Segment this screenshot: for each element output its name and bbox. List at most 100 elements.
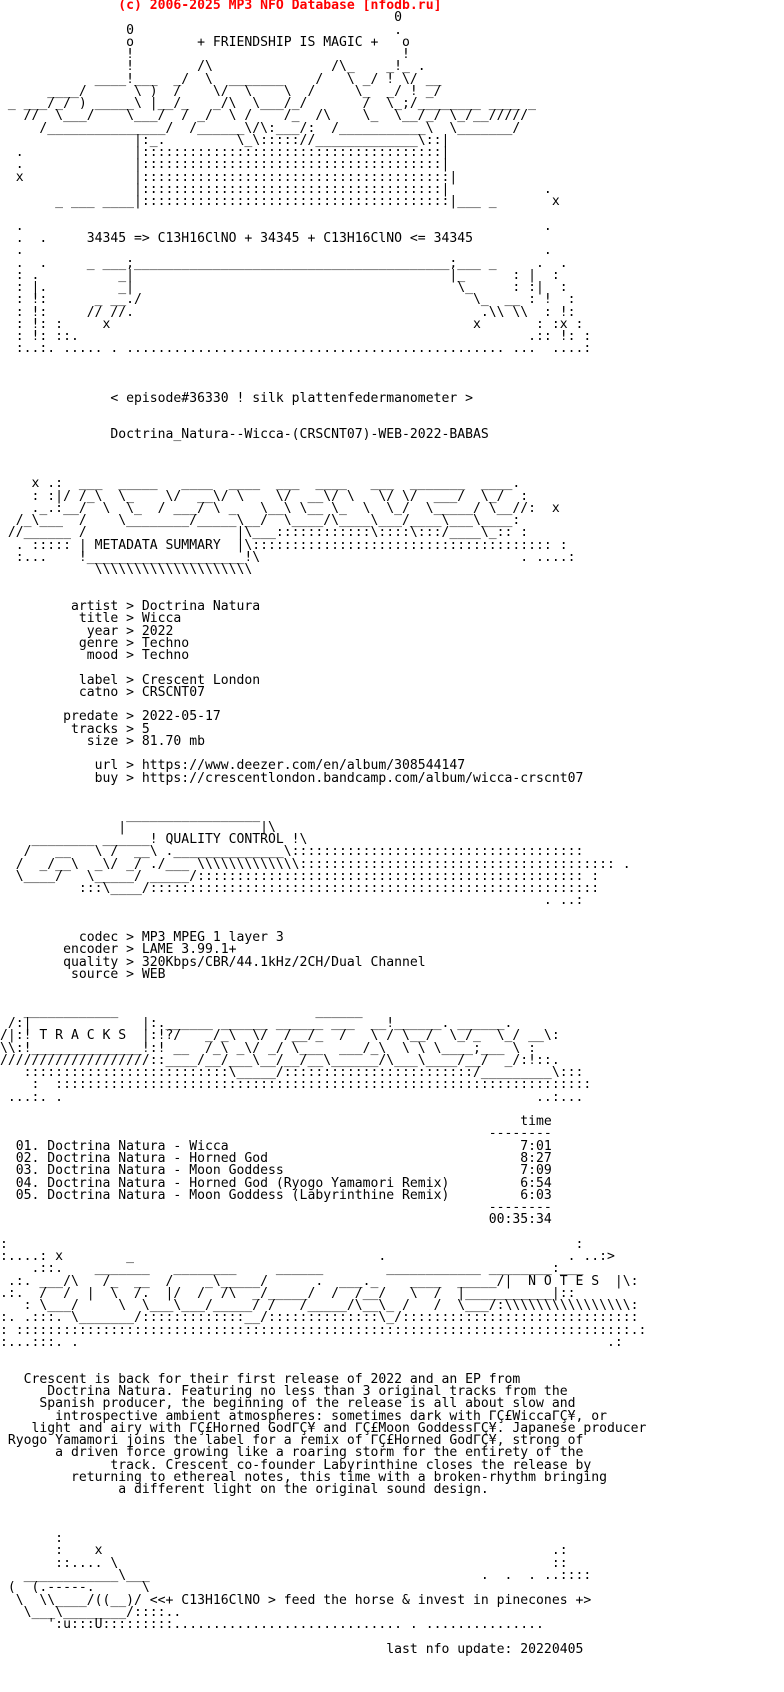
nfo-line: catno > CRSCNT07 — [0, 684, 205, 700]
nfo-line: : :|/ /_\ \_ \/ __\/ \ \/ __\/ \ \/ \/ _… — [0, 488, 529, 504]
nfo-line: |::::::::::::::::::::::::::::::::::::::|… — [0, 181, 552, 197]
nfo-line: mood > Techno — [0, 648, 190, 664]
nfo-line: x |:::::::::::::::::::::::::::::::::::::… — [0, 169, 458, 185]
nfo-line: 0 . — [0, 22, 403, 38]
nfo-line: last nfo update: 20220405 — [0, 1641, 584, 1657]
nfo-line — [0, 356, 784, 368]
nfo-line: /_______________/ /______\/\:___/: /____… — [0, 120, 521, 136]
nfo-line: x .: ___ _____ ____ ____ ___ ____ ___ __… — [0, 476, 521, 492]
nfo-line: quality > 320Kbps/CBR/44.1kHz/2CH/Dual C… — [0, 954, 426, 970]
nfo-line: ( (.-----. \ — [0, 1580, 150, 1596]
nfo-line: ! /\ /\_ _!_ . — [0, 59, 426, 75]
nfo-line: tracks > 5 — [0, 721, 150, 737]
nfo-line: introspective ambient atmospheres: somet… — [0, 1408, 607, 1424]
nfo-line — [0, 785, 784, 797]
nfo-line: : |. _| \_ : :| : — [0, 280, 568, 296]
nfo-line — [0, 1521, 784, 1533]
nfo-line: : \___/ \ \___\___/_____/ / /_____/\__\_… — [0, 1298, 639, 1314]
nfo-line: :::\____/:::::::::::::::::::::::::::::::… — [0, 881, 600, 897]
nfo-line: Doctrina_Natura--Wicca-(CRSCNT07)-WEB-20… — [0, 427, 489, 443]
nfo-line: light and airy with ΓÇ£Horned GodΓÇ¥ and… — [0, 1420, 647, 1436]
nfo-line: \\:!______________!:! __ /_\ _\/ _/ \___… — [0, 1040, 537, 1056]
nfo-line — [0, 1496, 784, 1508]
nfo-line: Ryogo Yamamori joins the label for a rem… — [0, 1433, 584, 1449]
nfo-line: encoder > LAME 3.99.1+ — [0, 942, 237, 958]
nfo-line — [0, 405, 784, 417]
nfo-line: : ::::::::::::::::::::::::::::::::::::::… — [0, 1322, 647, 1338]
nfo-line: : !: : x x : :x : — [0, 316, 584, 332]
nfo-line: genre > Techno — [0, 635, 190, 651]
nfo-line: :... !____________________!\ . ....: — [0, 549, 576, 565]
nfo-line: source > WEB — [0, 966, 166, 982]
nfo-line: :....: x _ . . ..:> — [0, 1249, 615, 1265]
nfo-line: label > Crescent London — [0, 672, 261, 688]
nfo-line: 01. Doctrina Natura - Wicca 7:01 — [0, 1138, 552, 1154]
nfo-line: ::.... \ :: — [0, 1555, 568, 1571]
nfo-line: : ::::::::::::::::::::::::::::::::::::::… — [0, 1077, 592, 1093]
nfo-line: ____________\___ . . . ..:::: — [0, 1568, 592, 1583]
nfo-line: ____!___ _/ \ _______ / \ _/ ! \/ __ — [0, 71, 442, 87]
nfo-line: / _/__\ _\/ _/ ./___ \\\\\\\\\\\\\::::::… — [0, 856, 631, 872]
nfo-line: ____/ \ ) / \/ \ \ / \_ _/ ! _/ — [0, 83, 442, 99]
nfo-line: 05. Doctrina Natura - Moon Goddess (Laby… — [0, 1187, 552, 1203]
nfo-line: :. .:::. \_______/:::::::::::::__/::::::… — [0, 1310, 639, 1326]
nfo-line: size > 81.70 mb — [0, 733, 205, 749]
nfo-line: //______ / |\___::::::::::::\::::\:::/__… — [0, 525, 529, 541]
nfo-line: : x .: — [0, 1543, 568, 1559]
nfo-line — [0, 981, 784, 993]
nfo-line: _________________ — [0, 807, 261, 823]
nfo-line — [0, 1509, 784, 1521]
nfo-line: . |:::::::::::::::::::::::::::::::::::::… — [0, 157, 450, 173]
nfo-line: \____/ \_____/ _____/:::::::::::::::::::… — [0, 868, 600, 884]
nfo-line: Spanish producer, the beginning of the r… — [0, 1396, 576, 1412]
nfo-line: 04. Doctrina Natura - Horned God (Ryogo … — [0, 1175, 552, 1191]
nfo-line: Crescent is back for their first release… — [0, 1371, 521, 1387]
nfo-line: ____________ ______ — [0, 1003, 363, 1019]
nfo-line: . ::::: | METADATA SUMMARY |\:::::::::::… — [0, 537, 568, 553]
nfo-line: track. Crescent co-founder Labyrinthine … — [0, 1457, 592, 1473]
nfo-line: a driven force growing like a roaring st… — [0, 1445, 584, 1461]
nfo-line — [0, 576, 784, 588]
nfo-line: time — [0, 1114, 552, 1130]
nfo-line: 0 — [0, 10, 403, 26]
nfo-line: 00:35:34 — [0, 1212, 552, 1228]
nfo-line: < episode#36330 ! silk plattenfedermanom… — [0, 390, 473, 406]
nfo-line: : !: // //. .\\ \\ : !: — [0, 304, 576, 320]
nfo-line: : : — [0, 1236, 584, 1252]
nfo-line: buy > https://crescentlondon.bandcamp.co… — [0, 770, 584, 786]
nfo-line: -------- — [0, 1126, 552, 1142]
nfo-line: \ \\____/((__)/ <<+ C13H16ClNO > feed th… — [0, 1592, 592, 1608]
nfo-line: \___\________/::::.. — [0, 1604, 182, 1620]
nfo-line: . . — [0, 243, 552, 259]
nfo-line: |:_. \_\::::://_____________\::| — [0, 132, 450, 148]
nfo-line: ! ! — [0, 47, 410, 63]
nfo-line: :..:. ..... . ..........................… — [0, 341, 592, 357]
copyright-header: (c) 2006-2025 MP3 NFO Database [nfodb.ru… — [0, 0, 442, 13]
nfo-line: . |:::::::::::::::::::::::::::::::::::::… — [0, 145, 450, 161]
nfo-body: 0 0 . o + FRIENDSHIP IS MAGIC + o ! ! ! … — [0, 10, 784, 1657]
nfo-line: codec > MP3 MPEG 1 layer 3 — [0, 930, 284, 946]
nfo-line: | |\ — [0, 819, 276, 835]
nfo-line: predate > 2022-05-17 — [0, 709, 221, 725]
nfo-line: url > https://www.deezer.com/en/album/30… — [0, 758, 466, 774]
nfo-line: . . 34345 => C13H16ClNO + 34345 + C13H16… — [0, 231, 473, 247]
nfo-line: year > 2022 — [0, 623, 174, 639]
nfo-line — [0, 1349, 784, 1361]
nfo-line: : !: ::. .:: !: : — [0, 329, 592, 345]
nfo-line: ///////////////////::____/__/___\__/__/_… — [0, 1052, 560, 1068]
nfo-line: :...:::. . .: — [0, 1334, 623, 1350]
nfo-line: ...:. . ..:... — [0, 1089, 584, 1105]
nfo-line: .:. ___/\ /_ __ / _\_____/ . ___._ ____ … — [0, 1273, 639, 1289]
nfo-line: . . — [0, 218, 552, 234]
nfo-line: 03. Doctrina Natura - Moon Goddess 7:09 — [0, 1163, 552, 1179]
nfo-line — [0, 368, 784, 380]
nfo-line: -------- — [0, 1200, 552, 1216]
nfo-line: ._.:__/ \ \_ / ___/ \ _ \__\ \__ \_ \ \_… — [0, 500, 560, 516]
nfo-line: : !: _ __./ \_ __ : ! : — [0, 292, 576, 308]
nfo-line — [0, 454, 784, 466]
nfo-line: Doctrina Natura. Featuring no less than … — [0, 1384, 568, 1400]
nfo-line: o + FRIENDSHIP IS MAGIC + o — [0, 34, 410, 50]
nfo-line: /_\___ / \________/_____\__/ \____/\____… — [0, 513, 521, 529]
nfo-line: / __ \ / __\ .______________\:::::::::::… — [0, 844, 584, 860]
